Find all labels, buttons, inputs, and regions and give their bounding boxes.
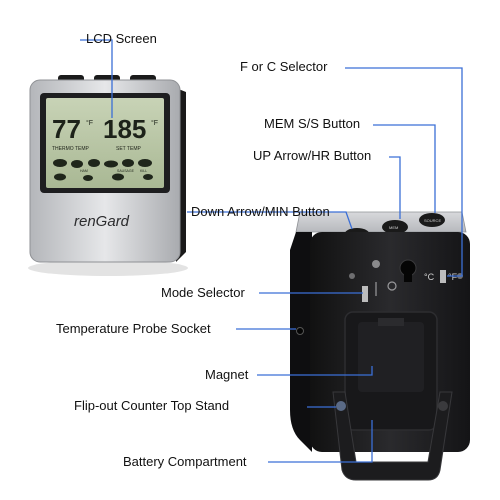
celsius-mark: °C: [424, 272, 435, 282]
meat-label-kill: KILL: [140, 169, 147, 173]
kill-icon: [143, 174, 153, 180]
callout-probe-socket: Temperature Probe Socket: [56, 321, 211, 336]
ham-icon: [88, 159, 100, 167]
beef-icon: [53, 159, 67, 167]
back-button-label-2: MEM: [389, 225, 398, 230]
counter-top-stand[interactable]: [332, 391, 453, 481]
up-arrow-hr-button[interactable]: [382, 220, 408, 234]
pork-icon: [138, 159, 152, 167]
thermo-temp-value: 77: [52, 114, 81, 144]
callout-battery: Battery Compartment: [123, 454, 247, 469]
stand-hinge: [336, 401, 346, 411]
brand-logo: renGard: [74, 213, 130, 230]
poultry-icon: [71, 160, 83, 168]
chicken-icon: [112, 173, 124, 181]
callout-mode-selector: Mode Selector: [161, 285, 245, 300]
fahrenheit-mark: °F: [448, 272, 458, 282]
meat-label-ham: HAM: [80, 169, 88, 173]
callout-magnet: Magnet: [205, 367, 249, 382]
mode-selector-switch[interactable]: [362, 286, 368, 302]
meat-icons-row: [53, 159, 153, 181]
back-thermometer: HR/MIN MEM SOURCE °C °F: [290, 211, 470, 481]
sausage-icon: [83, 175, 93, 181]
f-or-c-switch[interactable]: [440, 270, 446, 283]
magnet-plate: [358, 322, 424, 392]
front-thermometer: 77 °F 185 °F THERMO TEMP SET TEMP HAM SA…: [28, 75, 188, 276]
mode-indicator: [372, 260, 380, 268]
callout-mem-button: MEM S/S Button: [264, 116, 361, 131]
callout-stand: Flip-out Counter Top Stand: [74, 398, 230, 413]
set-temp-unit: °F: [151, 119, 158, 127]
fish-icon: [104, 160, 118, 168]
callout-down-arrow: Down Arrow/MIN Button: [191, 204, 330, 219]
callout-lcd-screen: LCD Screen: [86, 31, 157, 46]
mem-ss-button[interactable]: [419, 213, 445, 227]
callout-lines: [80, 39, 463, 463]
mode-circle-icon: [387, 281, 397, 291]
callout-up-arrow: UP Arrow/HR Button: [253, 148, 372, 163]
meat-label-sausage: SAUSAGE: [117, 169, 135, 173]
thermo-temp-unit: °F: [86, 119, 93, 127]
thermo-temp-label: THERMO TEMP: [52, 146, 90, 152]
callout-f-or-c-selector: F or C Selector: [240, 59, 328, 74]
back-button-label-3: SOURCE: [424, 218, 441, 223]
lamb-icon: [122, 159, 134, 167]
set-temp-value: 185: [103, 114, 146, 144]
set-temp-label: SET TEMP: [116, 146, 141, 152]
veal-icon: [54, 173, 66, 181]
probe-socket[interactable]: [296, 327, 304, 335]
